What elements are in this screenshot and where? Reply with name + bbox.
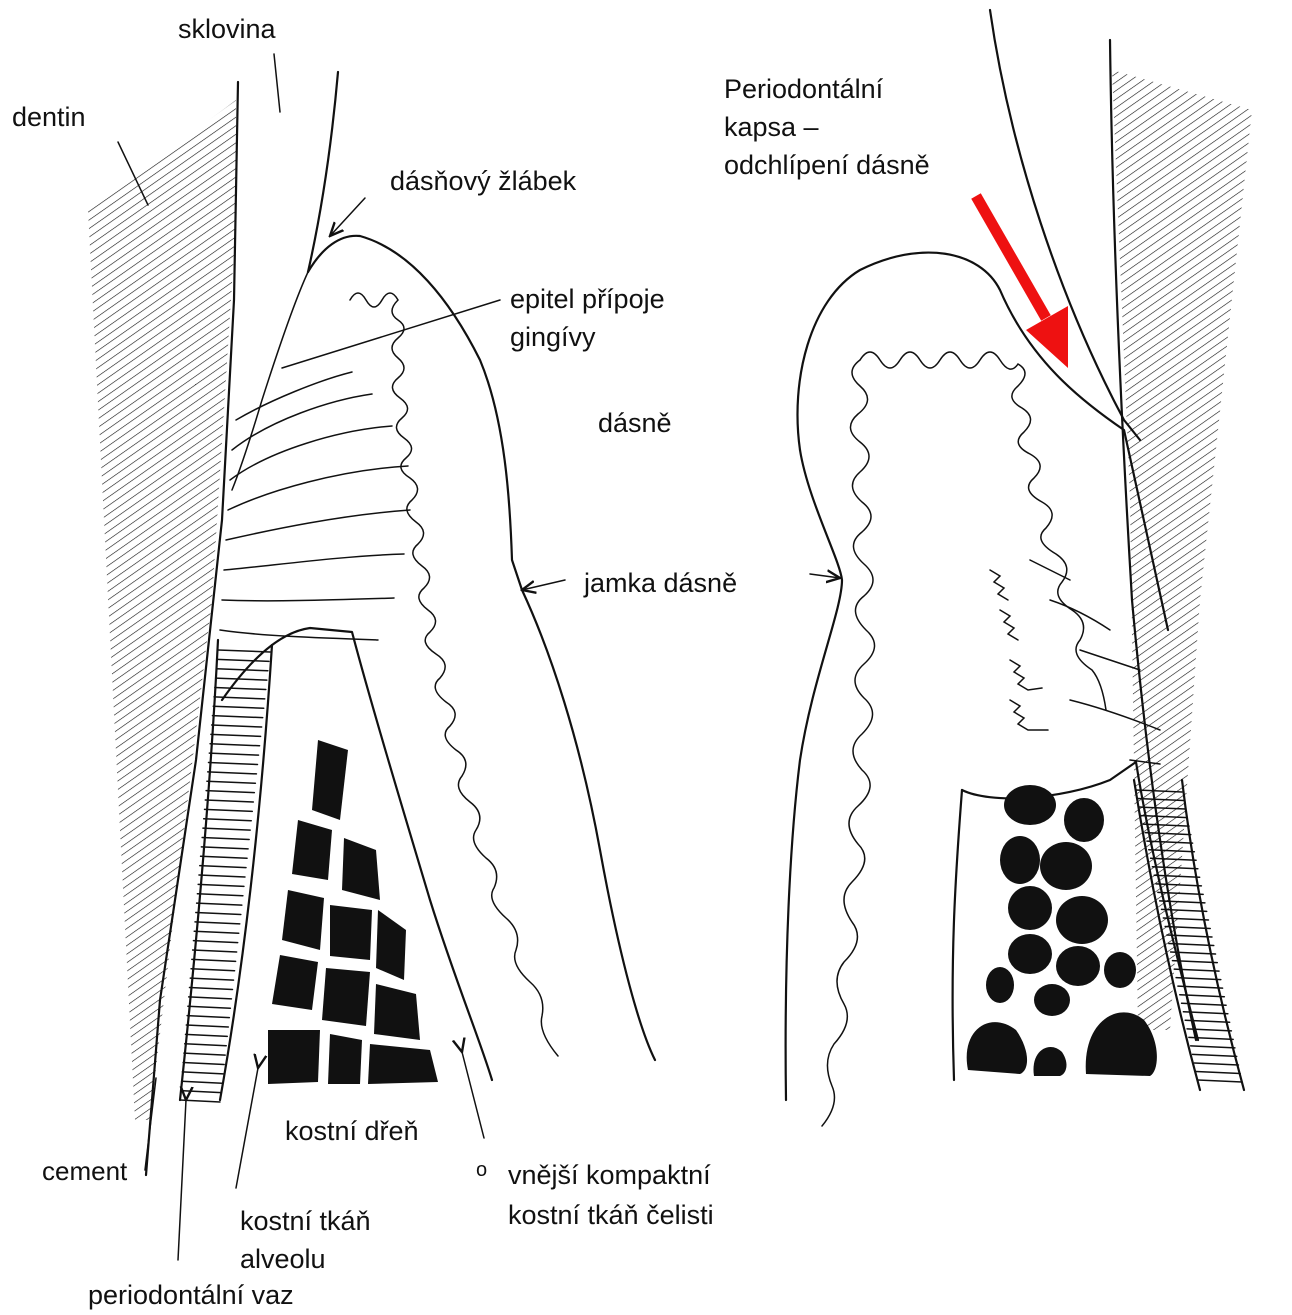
ligament-rung (209, 753, 258, 755)
label-cement: cement (42, 1156, 128, 1186)
ligament-rung (187, 1016, 229, 1018)
ligament-rung (205, 809, 253, 811)
label-kapsa-line2: kapsa – (724, 112, 819, 142)
ligament-rung (212, 716, 262, 718)
label-dasne: dásně (598, 408, 672, 438)
ligament-rung (1193, 1054, 1237, 1056)
ligament-rung (1198, 1080, 1242, 1082)
ligament-rung (198, 884, 244, 886)
ligament-rung (216, 669, 267, 671)
pocket-red-arrow (976, 196, 1068, 368)
ligament-rung (199, 875, 245, 877)
label-kostni-tkan-line2: alveolu (240, 1244, 326, 1274)
ligament-rung (189, 997, 232, 999)
ligament-rung (210, 744, 260, 746)
ligament-rung (196, 913, 241, 915)
leader-jamka-left (522, 580, 565, 590)
ligament-rung (194, 931, 239, 933)
right-epithelium-outer (822, 360, 875, 1126)
leader-jamka-right (810, 574, 840, 578)
ligament-rung (185, 1044, 227, 1046)
leader-vnejsi (462, 1052, 484, 1138)
ligament-rung (217, 659, 269, 661)
label-stray-o: o (476, 1159, 487, 1181)
ligament-rung (203, 828, 250, 830)
ligament-rung (190, 988, 233, 990)
ligament-rung (197, 894, 243, 896)
ligament-rung (213, 706, 264, 708)
label-kapsa-line1: Periodontální (724, 74, 884, 104)
label-sklovina: sklovina (178, 14, 277, 44)
ligament-rung (1194, 1063, 1238, 1065)
ligament-rung (184, 1053, 225, 1055)
ligament-rung (182, 1081, 223, 1083)
right-bone-outer (953, 790, 962, 1080)
label-dentin: dentin (12, 102, 86, 132)
ligament-rung (206, 791, 254, 793)
ligament-rung (214, 697, 265, 699)
ligament-rung (212, 725, 262, 727)
ligament-rung (181, 1091, 221, 1093)
ligament-rung (190, 978, 233, 980)
ligament-rung (182, 1072, 223, 1074)
ligament-rung (193, 950, 237, 952)
label-kostni-tkan-line1: kostní tkáň (240, 1206, 371, 1236)
leader-dasnovy-zlabek (330, 198, 365, 236)
label-vnejsi-line1: vnější kompaktní (508, 1160, 711, 1190)
ligament-rung (188, 1006, 231, 1008)
label-jamka-dasne: jamka dásně (583, 568, 737, 598)
ligament-rung (191, 969, 235, 971)
right-gingiva-outline (798, 253, 1169, 630)
label-epitel-line1: epitel přípoje (510, 284, 665, 314)
label-kostni-dren: kostní dřeň (285, 1116, 419, 1146)
ligament-rung (207, 781, 256, 783)
left-gingival-fibers (220, 372, 410, 640)
right-bone-marrow (967, 785, 1157, 1076)
ligament-rung (183, 1063, 224, 1065)
leader-periodontalni-vaz (178, 1100, 186, 1260)
ligament-rung (218, 650, 270, 652)
right-dentin-hatch (1112, 70, 1252, 1030)
ligament-rung (200, 866, 246, 868)
label-kapsa-line3: odchlípení dásně (724, 150, 930, 180)
ligament-rung (202, 838, 249, 840)
label-epitel-line2: gingívy (510, 322, 596, 352)
ligament-rung (216, 678, 267, 680)
ligament-rung (186, 1025, 228, 1027)
ligament-rung (186, 1034, 228, 1036)
leader-sklovina (274, 54, 280, 112)
right-epithelium-wavy (860, 352, 1106, 710)
ligament-rung (201, 847, 248, 849)
ligament-rung (201, 856, 248, 858)
left-bone-marrow (268, 740, 438, 1084)
leader-kostni-tkan (236, 1068, 258, 1188)
ligament-rung (205, 800, 253, 802)
ligament-rung (209, 763, 258, 765)
label-periodontalni-vaz: periodontální vaz (88, 1280, 294, 1310)
ligament-rung (211, 734, 261, 736)
ligament-rung (192, 959, 236, 961)
ligament-rung (193, 941, 237, 943)
right-gingiva-lower (786, 450, 842, 1100)
left-dentin-hatch (88, 100, 236, 1120)
label-dasnovy-zlabek: dásňový žlábek (390, 166, 577, 196)
label-vnejsi-line2: kostní tkáň čelisti (508, 1200, 714, 1230)
ligament-rung (195, 922, 240, 924)
ligament-rung (204, 819, 252, 821)
ligament-rung (215, 688, 266, 690)
leader-epitel (282, 300, 500, 368)
ligament-rung (1196, 1071, 1240, 1073)
right-ligament-outer (1182, 780, 1244, 1090)
ligament-rung (1191, 1046, 1235, 1048)
ligament-rung (197, 903, 242, 905)
ligament-rung (208, 772, 257, 774)
